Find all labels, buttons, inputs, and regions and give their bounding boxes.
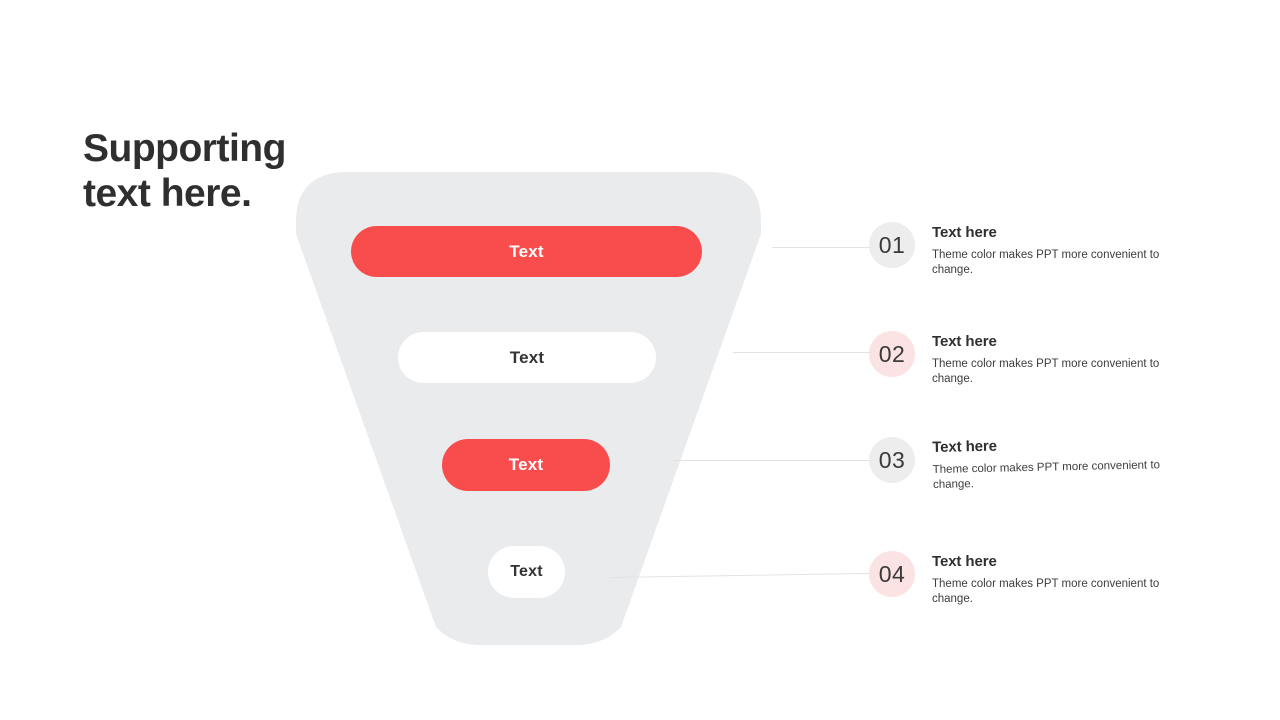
item-number-badge: 04	[869, 551, 915, 597]
funnel-stage-1-label: Text	[509, 241, 544, 261]
list-item[interactable]: 01 Text here Theme color makes PPT more …	[869, 222, 1184, 278]
item-text-block: Text here Theme color makes PPT more con…	[932, 432, 1185, 493]
item-number-badge: 02	[869, 331, 915, 377]
item-heading: Text here	[932, 553, 997, 570]
list-item[interactable]: 04 Text here Theme color makes PPT more …	[869, 551, 1184, 607]
list-item[interactable]: 03 Text here Theme color makes PPT more …	[869, 437, 1184, 493]
item-heading: Text here	[932, 224, 997, 241]
connector-line-2	[733, 352, 873, 353]
funnel-stage-1[interactable]: Text	[351, 226, 702, 277]
page-title: Supporting text here.	[83, 127, 286, 215]
funnel-stage-4[interactable]: Text	[488, 546, 565, 598]
item-heading: Text here	[932, 437, 998, 456]
item-number-badge: 03	[869, 437, 915, 483]
item-body: Theme color makes PPT more convenient to…	[932, 459, 1161, 491]
funnel-stage-3-label: Text	[508, 455, 544, 474]
funnel-stage-2-label: Text	[509, 347, 545, 367]
funnel-stage-3[interactable]: Text	[442, 439, 610, 491]
funnel-body	[296, 172, 761, 645]
item-text-block: Text here Theme color makes PPT more con…	[932, 331, 1184, 387]
connector-line-1	[772, 247, 872, 248]
list-item[interactable]: 02 Text here Theme color makes PPT more …	[869, 331, 1184, 387]
funnel-shape	[296, 172, 761, 652]
item-number-badge: 01	[869, 222, 915, 268]
connector-line-3	[672, 460, 872, 461]
funnel-stage-2[interactable]: Text	[398, 332, 656, 383]
item-text-block: Text here Theme color makes PPT more con…	[932, 551, 1184, 607]
item-heading: Text here	[932, 333, 997, 350]
funnel-stage-4-label: Text	[510, 563, 543, 580]
item-body: Theme color makes PPT more convenient to…	[932, 578, 1160, 605]
item-text-block: Text here Theme color makes PPT more con…	[932, 222, 1184, 278]
item-body: Theme color makes PPT more convenient to…	[932, 249, 1160, 276]
item-body: Theme color makes PPT more convenient to…	[932, 358, 1160, 385]
